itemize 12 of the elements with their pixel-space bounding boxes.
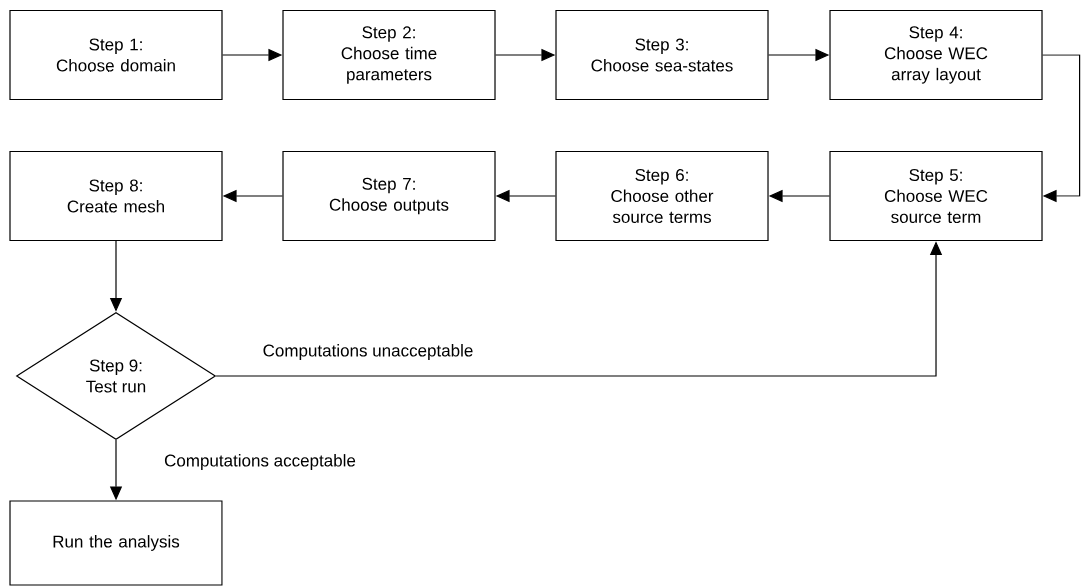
process-box: Step 8: Create mesh xyxy=(9,150,223,242)
edge-label: Computations unacceptable xyxy=(261,343,475,361)
process-box: Step 6: Choose other source terms xyxy=(555,150,769,242)
edge-label: Computations acceptable xyxy=(163,453,357,471)
process-box: Step 4: Choose WEC array layout xyxy=(829,9,1043,101)
process-box: Step 2: Choose time parameters xyxy=(282,9,496,101)
process-box: Step 7: Choose outputs xyxy=(282,150,496,242)
process-box: Step 5: Choose WEC source term xyxy=(829,150,1043,242)
process-box: Step 1: Choose domain xyxy=(9,9,223,101)
arrow xyxy=(1042,54,1081,203)
process-box: Run the analysis xyxy=(9,500,223,586)
process-box: Step 3: Choose sea-states xyxy=(555,9,769,101)
